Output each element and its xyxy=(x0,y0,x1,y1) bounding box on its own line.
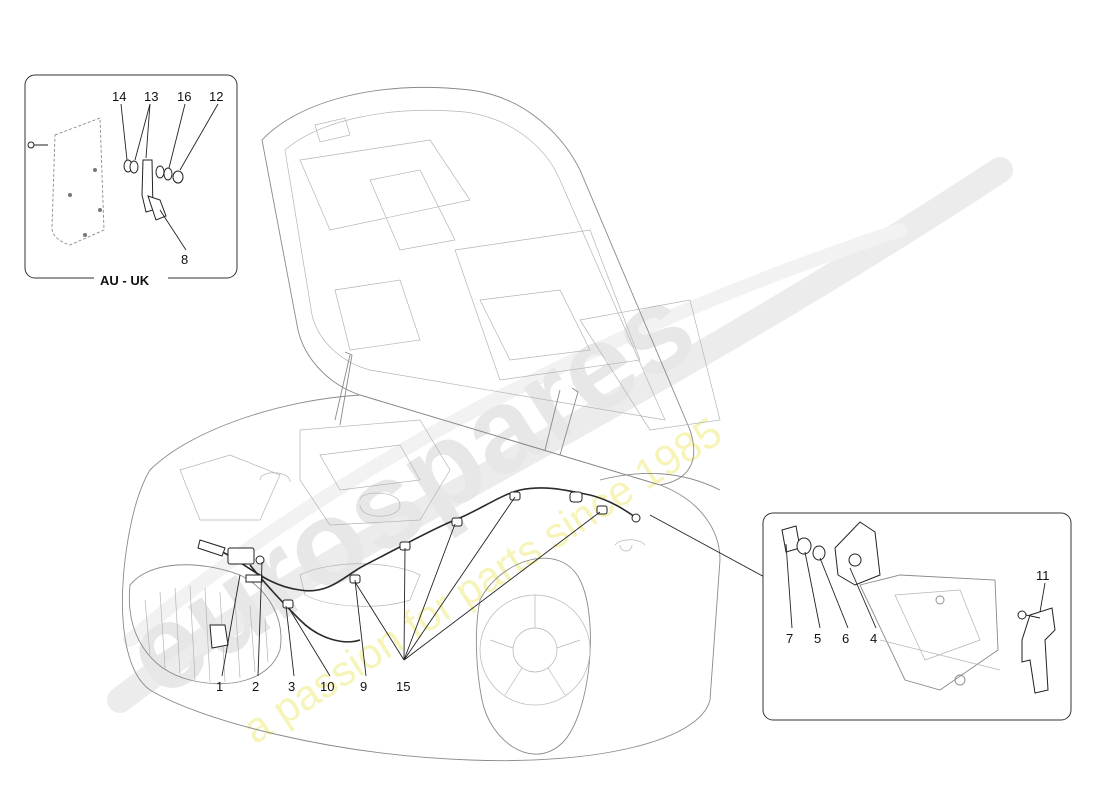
main-callouts: 1 2 3 10 9 15 xyxy=(216,679,410,694)
inset-callout-5: 5 xyxy=(814,631,821,646)
inset-callout-11: 11 xyxy=(1036,568,1050,583)
callout-2: 2 xyxy=(252,679,259,694)
inset-callout-8: 8 xyxy=(181,252,188,267)
inset-callout-16: 16 xyxy=(177,89,191,104)
inset-caption: AU - UK xyxy=(100,273,150,288)
callout-10: 10 xyxy=(320,679,334,694)
inset-right: 7 5 6 4 11 xyxy=(762,512,1072,721)
release-cable-assembly xyxy=(197,487,641,649)
car-outline xyxy=(121,87,721,762)
hood-lock-part xyxy=(197,539,255,565)
inset-au-uk: AU - UK 14 13 16 12 8 xyxy=(24,74,238,288)
inset-callout-13: 13 xyxy=(144,89,158,104)
inset-callout-14: 14 xyxy=(112,89,126,104)
inset-callout-4: 4 xyxy=(870,631,877,646)
callout-15: 15 xyxy=(396,679,410,694)
inset-callout-12: 12 xyxy=(209,89,223,104)
main-leaders xyxy=(221,496,771,677)
inset-callout-6: 6 xyxy=(842,631,849,646)
callout-3: 3 xyxy=(288,679,295,694)
callout-9: 9 xyxy=(360,679,367,694)
inset-callout-7: 7 xyxy=(786,631,793,646)
callout-1: 1 xyxy=(216,679,223,694)
